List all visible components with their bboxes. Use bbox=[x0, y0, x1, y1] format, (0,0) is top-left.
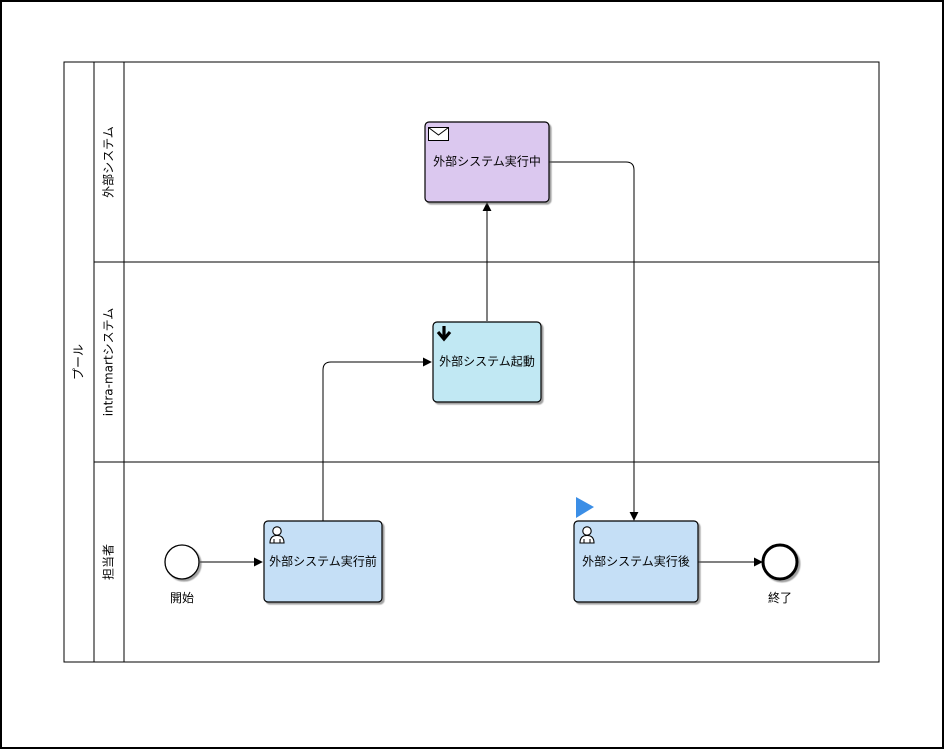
envelope-icon bbox=[428, 127, 449, 141]
task-launch[interactable]: 外部システム起動 bbox=[432, 321, 542, 403]
task-running-box bbox=[424, 121, 550, 203]
down-arrow-icon bbox=[436, 326, 452, 342]
task-running-label: 外部システム実行中 bbox=[433, 154, 541, 169]
task-launch-label: 外部システム起動 bbox=[439, 354, 535, 369]
start-event-circle bbox=[164, 544, 200, 580]
user-icon bbox=[579, 526, 595, 544]
task-running[interactable]: 外部システム実行中 bbox=[424, 121, 550, 203]
end-event-label: 終了 bbox=[768, 590, 792, 605]
task-before[interactable]: 外部システム実行前 bbox=[263, 520, 383, 603]
lane-external-system[interactable]: 外部システム bbox=[101, 62, 125, 662]
play-marker-icon bbox=[576, 497, 594, 518]
lane-label-external: 外部システム bbox=[101, 126, 116, 198]
task-after-label: 外部システム実行後 bbox=[582, 554, 690, 569]
sequence-flows bbox=[200, 161, 763, 567]
task-after[interactable]: 外部システム実行後 bbox=[573, 520, 699, 603]
user-icon bbox=[269, 526, 285, 544]
start-event-label: 開始 bbox=[170, 591, 194, 605]
flow-running-to-after[interactable] bbox=[549, 161, 639, 521]
flow-before-to-launch[interactable] bbox=[322, 357, 432, 521]
start-event[interactable]: 開始 bbox=[164, 544, 200, 605]
pool-label: プール bbox=[72, 344, 86, 380]
lane-intra-mart[interactable]: intra-martシステム bbox=[102, 308, 116, 417]
end-event-circle bbox=[761, 543, 799, 581]
task-after-box bbox=[573, 520, 699, 603]
lane-label-person: 担当者 bbox=[102, 544, 116, 580]
end-event[interactable]: 終了 bbox=[761, 543, 799, 605]
task-launch-box bbox=[432, 321, 542, 403]
task-before-box bbox=[263, 520, 383, 603]
task-before-label: 外部システム実行前 bbox=[269, 554, 377, 569]
lane-person-in-charge[interactable]: 担当者 bbox=[102, 544, 116, 580]
lane-label-intra-mart: intra-martシステム bbox=[102, 308, 116, 417]
